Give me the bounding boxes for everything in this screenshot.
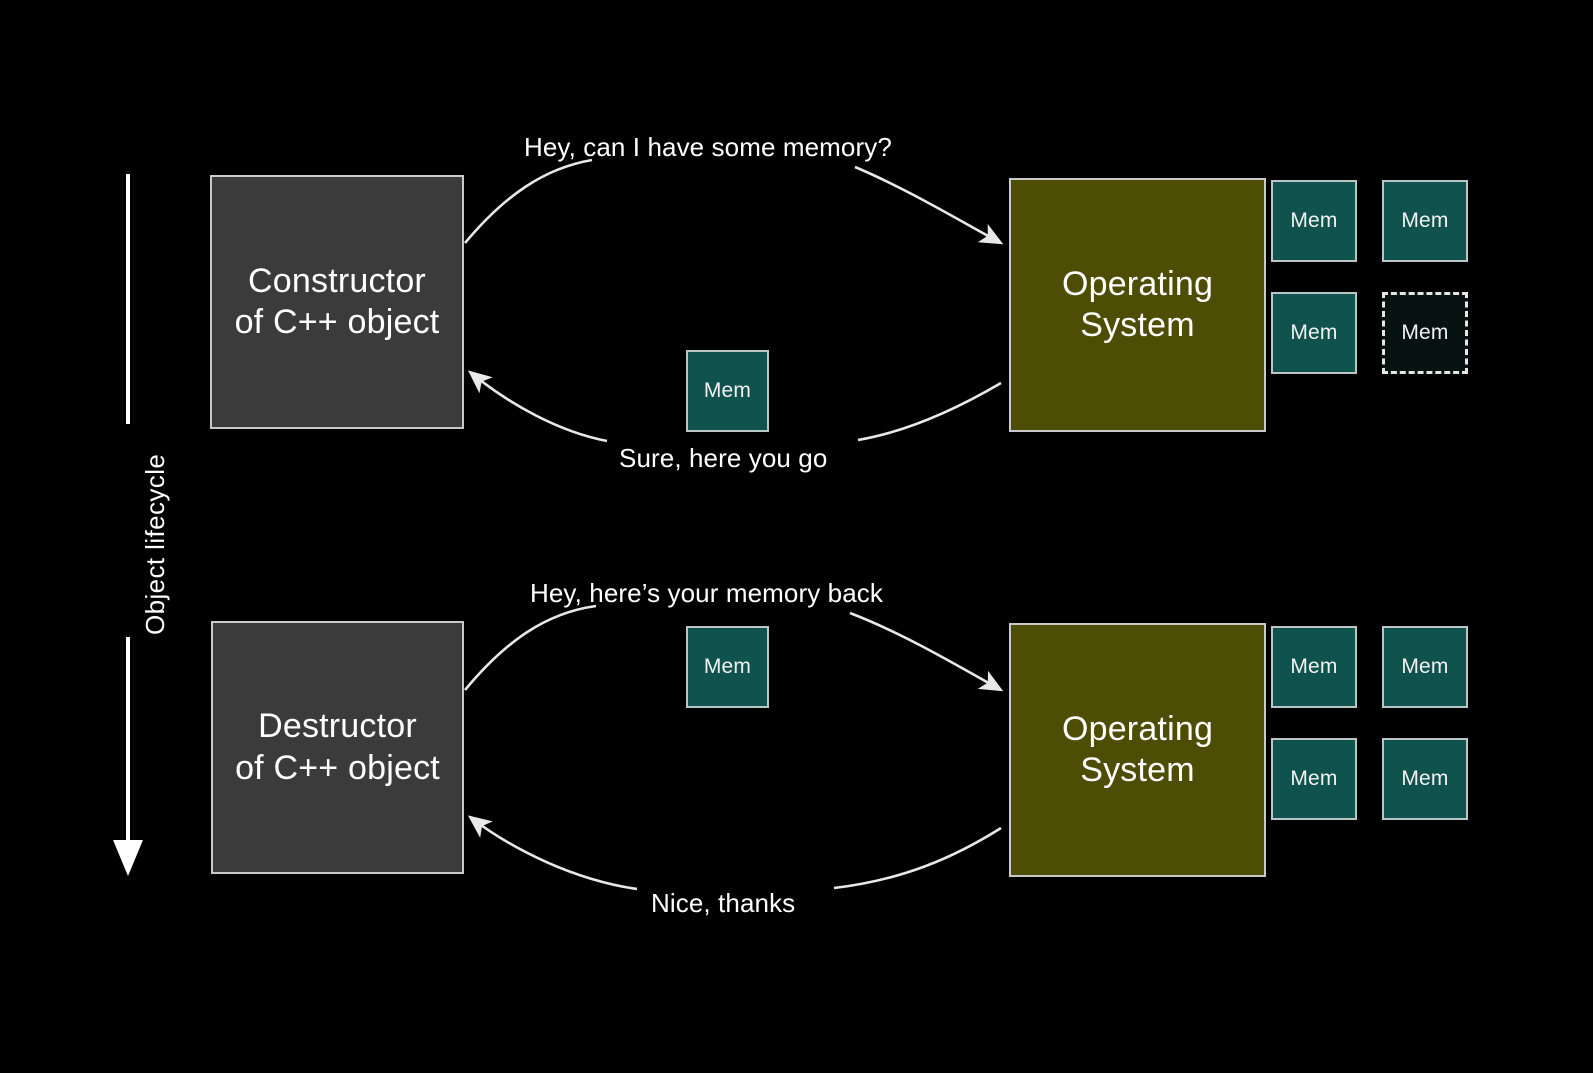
memory-pool-block-top-4-freed[interactable]: Mem — [1382, 292, 1468, 374]
memory-pool-block-bottom-4-label: Mem — [1401, 767, 1449, 790]
operating-system-label-bottom: Operating System — [1062, 709, 1213, 792]
constructor-box-line2: of C++ object — [234, 303, 440, 341]
operating-system-line1-bottom: Operating — [1061, 709, 1214, 748]
constructor-box-line1: Constructor — [248, 261, 426, 300]
object-lifecycle-axis-label: Object lifecycle — [140, 453, 170, 635]
destructor-box-line1: Destructor — [258, 707, 417, 746]
memory-pool-block-top-2[interactable]: Mem — [1382, 180, 1468, 262]
operating-system-box-top[interactable]: Operating System — [1009, 178, 1266, 432]
memory-pool-block-bottom-4[interactable]: Mem — [1382, 738, 1468, 820]
memory-pool-block-bottom-2-label: Mem — [1401, 655, 1449, 678]
response-caption-bottom: Nice, thanks — [651, 888, 796, 918]
constructor-box-label: Constructor of C++ object — [235, 261, 440, 344]
operating-system-line2-top: System — [1080, 306, 1195, 344]
operating-system-label-top: Operating System — [1062, 264, 1213, 347]
operating-system-box-bottom[interactable]: Operating System — [1009, 623, 1266, 877]
destructor-box-line2: of C++ object — [235, 748, 440, 787]
memory-pool-block-bottom-3-label: Mem — [1290, 767, 1338, 790]
destructor-box[interactable]: Destructor of C++ object — [211, 621, 464, 874]
memory-pool-block-top-3[interactable]: Mem — [1271, 292, 1357, 374]
memory-pool-block-bottom-1-label: Mem — [1290, 655, 1338, 678]
destructor-box-label: Destructor of C++ object — [235, 706, 440, 789]
memory-transfer-block-top[interactable]: Mem — [686, 350, 769, 432]
memory-pool-block-bottom-1[interactable]: Mem — [1271, 626, 1357, 708]
memory-transfer-block-bottom-label: Mem — [703, 655, 752, 678]
memory-transfer-block-bottom[interactable]: Mem — [686, 626, 769, 708]
request-caption-top: Hey, can I have some memory? — [524, 132, 892, 162]
memory-pool-block-bottom-2[interactable]: Mem — [1382, 626, 1468, 708]
memory-pool-block-top-1[interactable]: Mem — [1271, 180, 1357, 262]
memory-pool-block-top-3-label: Mem — [1290, 321, 1338, 344]
memory-pool-block-top-2-label: Mem — [1401, 209, 1449, 232]
memory-pool-block-top-4-label: Mem — [1401, 321, 1449, 344]
operating-system-line1-top: Operating — [1061, 264, 1214, 303]
memory-pool-block-top-1-label: Mem — [1290, 209, 1338, 232]
response-caption-top: Sure, here you go — [619, 443, 828, 473]
memory-transfer-block-top-label: Mem — [703, 379, 752, 402]
operating-system-line2-bottom: System — [1080, 751, 1195, 789]
memory-pool-block-bottom-3[interactable]: Mem — [1271, 738, 1357, 820]
request-caption-bottom: Hey, here’s your memory back — [530, 578, 883, 608]
constructor-box[interactable]: Constructor of C++ object — [210, 175, 464, 429]
